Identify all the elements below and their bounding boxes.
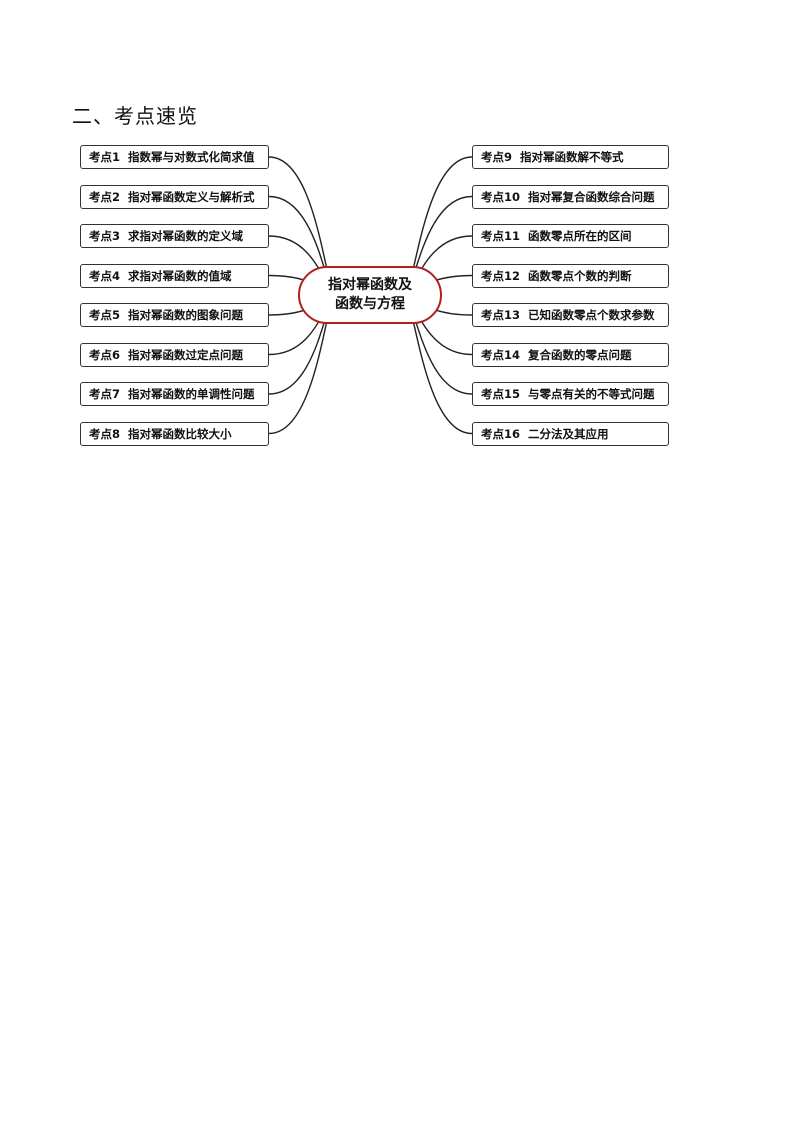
topic-label: 已知函数零点个数求参数 — [528, 308, 655, 322]
center-title-line-2: 函数与方程 — [335, 296, 405, 312]
topic-node-11: 考点11 函数零点所在的区间 — [472, 224, 669, 248]
topic-node-10: 考点10 指对幂复合函数综合问题 — [472, 184, 669, 209]
topic-label: 求指对幂函数的定义域 — [128, 229, 244, 243]
topic-node-8: 考点8 指对幂函数比较大小 — [80, 421, 269, 446]
topic-number: 考点7 — [89, 387, 121, 401]
topic-label: 复合函数的零点问题 — [528, 347, 632, 362]
topic-node-14: 考点14 复合函数的零点问题 — [472, 342, 669, 367]
topic-label: 指对幂复合函数综合问题 — [528, 189, 655, 204]
topic-number: 考点5 — [89, 308, 121, 322]
topic-number: 考点4 — [89, 268, 121, 283]
topic-number: 考点14 — [481, 347, 521, 362]
topic-node-13: 考点13 已知函数零点个数求参数 — [472, 303, 669, 327]
topic-number: 考点16 — [481, 426, 521, 441]
topic-label: 指对幂函数过定点问题 — [128, 347, 244, 362]
topic-node-6: 考点6 指对幂函数过定点问题 — [80, 342, 269, 367]
topic-label: 函数零点个数的判断 — [528, 268, 632, 283]
topic-number: 考点3 — [89, 229, 121, 243]
topic-label: 指对幂函数的单调性问题 — [128, 387, 255, 401]
topic-label: 指对幂函数定义与解析式 — [128, 189, 255, 204]
topic-number: 考点15 — [481, 387, 521, 401]
topic-number: 考点13 — [481, 308, 521, 322]
topic-label: 函数零点所在的区间 — [528, 229, 632, 243]
topic-number: 考点2 — [89, 189, 121, 204]
topic-node-9: 考点9 指对幂函数解不等式 — [472, 145, 669, 169]
topic-number: 考点8 — [89, 426, 121, 441]
topic-label: 求指对幂函数的值域 — [128, 268, 232, 283]
topic-label: 二分法及其应用 — [528, 426, 609, 441]
topic-node-12: 考点12 函数零点个数的判断 — [472, 263, 669, 288]
topic-node-5: 考点5 指对幂函数的图象问题 — [80, 303, 269, 327]
topic-label: 指数幂与对数式化简求值 — [128, 150, 255, 164]
section-title: 二、考点速览 — [72, 104, 198, 128]
topic-node-1: 考点1 指数幂与对数式化简求值 — [80, 145, 269, 169]
topic-number: 考点9 — [481, 150, 513, 164]
topic-number: 考点11 — [481, 229, 521, 243]
topic-number: 考点6 — [89, 347, 121, 362]
topic-node-15: 考点15 与零点有关的不等式问题 — [472, 382, 669, 406]
topic-number: 考点1 — [89, 150, 121, 164]
topic-node-7: 考点7 指对幂函数的单调性问题 — [80, 382, 269, 406]
mindmap-center-node: 指对幂函数及 函数与方程 — [298, 266, 442, 324]
topic-label: 指对幂函数比较大小 — [128, 426, 232, 441]
topic-label: 与零点有关的不等式问题 — [528, 387, 655, 401]
topic-node-16: 考点16 二分法及其应用 — [472, 421, 669, 446]
center-title-line-1: 指对幂函数及 — [328, 277, 412, 293]
topic-number: 考点12 — [481, 268, 521, 283]
topic-node-3: 考点3 求指对幂函数的定义域 — [80, 224, 269, 248]
topic-number: 考点10 — [481, 189, 521, 204]
topic-node-2: 考点2 指对幂函数定义与解析式 — [80, 184, 269, 209]
topic-label: 指对幂函数解不等式 — [520, 150, 624, 164]
topic-node-4: 考点4 求指对幂函数的值域 — [80, 263, 269, 288]
topic-label: 指对幂函数的图象问题 — [128, 308, 244, 322]
